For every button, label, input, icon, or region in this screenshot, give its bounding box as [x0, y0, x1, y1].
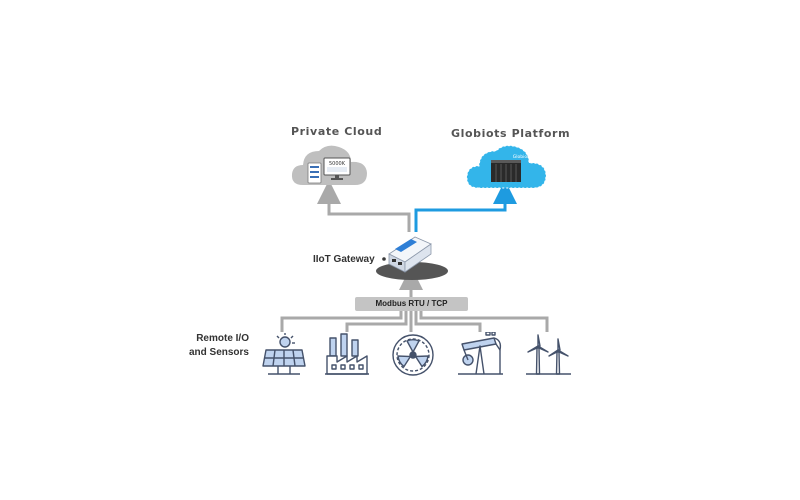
monitor-display-text: 5000K [329, 161, 346, 167]
modbus-bus: Modbus RTU / TCP [355, 297, 468, 311]
oil-pump-icon [458, 332, 503, 375]
sensors-label: Remote I/O and Sensors [186, 332, 249, 360]
platform-cloud: Globiots [466, 145, 547, 189]
link-gateway-platform [414, 180, 517, 232]
gateway-device-icon [382, 236, 432, 273]
device-links [280, 311, 549, 332]
monitor-icon: 5000K [323, 157, 351, 180]
wind-turbine-icon [526, 334, 571, 375]
platform-title: Globiots Platform [451, 127, 571, 140]
server-rack-icon [307, 162, 322, 184]
iiot-gateway [376, 236, 448, 280]
private-cloud: 5000K [291, 145, 367, 185]
sensors-label-line-1: Remote I/O [196, 333, 249, 344]
sensors-label-line-2: and Sensors [188, 347, 249, 358]
platform-badge: Globiots [513, 154, 532, 160]
link-gateway-private-cloud [317, 180, 411, 232]
gateway-label: IIoT Gateway [313, 254, 375, 265]
data-center-icon [491, 160, 521, 182]
private-cloud-title: Private Cloud [291, 125, 383, 138]
factory-icon [325, 333, 369, 375]
nuclear-icon [392, 334, 434, 376]
solar-panel-icon [262, 333, 306, 375]
